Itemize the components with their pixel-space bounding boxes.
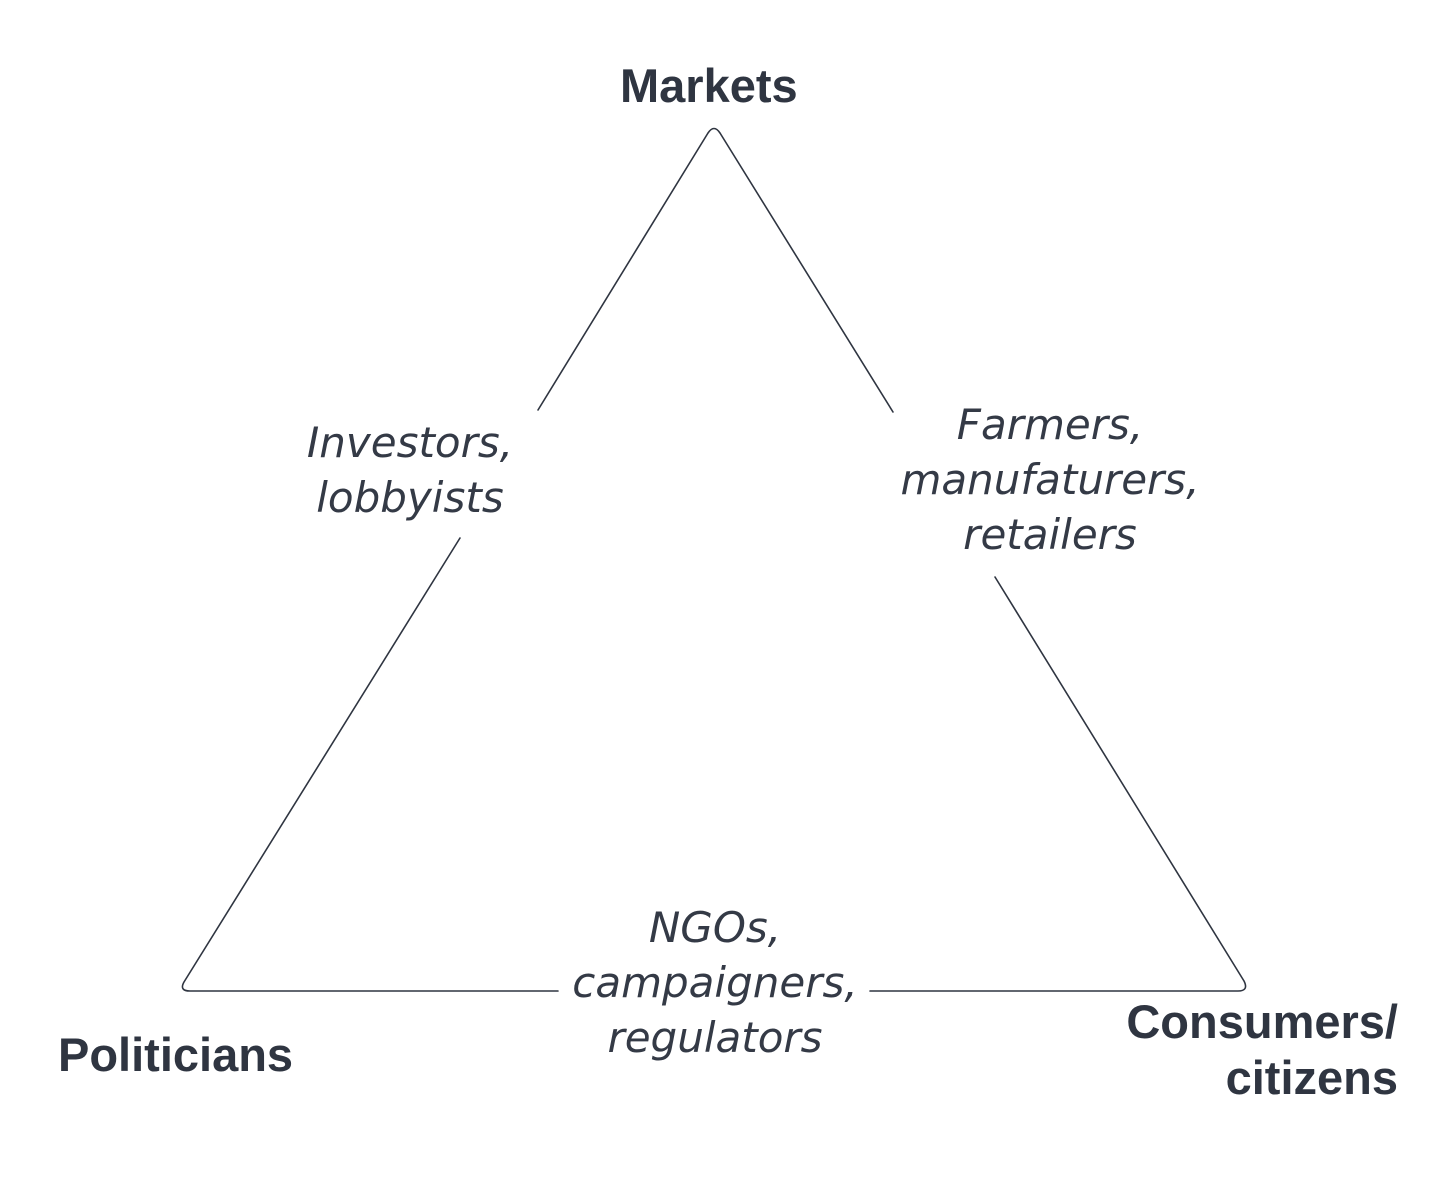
edge-bottom-line3: regulators <box>607 1013 823 1062</box>
edge-bottom-line1: NGOs, <box>648 903 782 952</box>
edge-right-line3: retailers <box>963 510 1137 559</box>
right-edge-lower <box>869 576 1247 992</box>
apex-top-corner <box>537 127 894 413</box>
edge-left-line2: lobbyists <box>316 473 504 522</box>
node-politicians: Politicians <box>58 1028 294 1081</box>
edge-bottom-line2: campaigners, <box>572 958 858 1007</box>
edge-label-bottom: NGOs, campaigners, regulators <box>555 900 875 1065</box>
left-edge-lower <box>181 537 559 992</box>
edge-right-line1: Farmers, <box>956 400 1144 449</box>
node-consumers-line2: citizens <box>1225 1051 1398 1105</box>
node-consumers-citizens: Consumers/ citizens <box>1126 994 1398 1107</box>
edge-left-line1: Investors, <box>306 418 514 467</box>
edge-right-line2: manufaturers, <box>900 455 1200 504</box>
node-consumers-line1: Consumers/ <box>1126 995 1398 1048</box>
node-markets: Markets <box>620 59 798 112</box>
edge-label-left: Investors, lobbyists <box>280 415 540 525</box>
edge-label-right: Farmers, manufaturers, retailers <box>880 397 1220 562</box>
